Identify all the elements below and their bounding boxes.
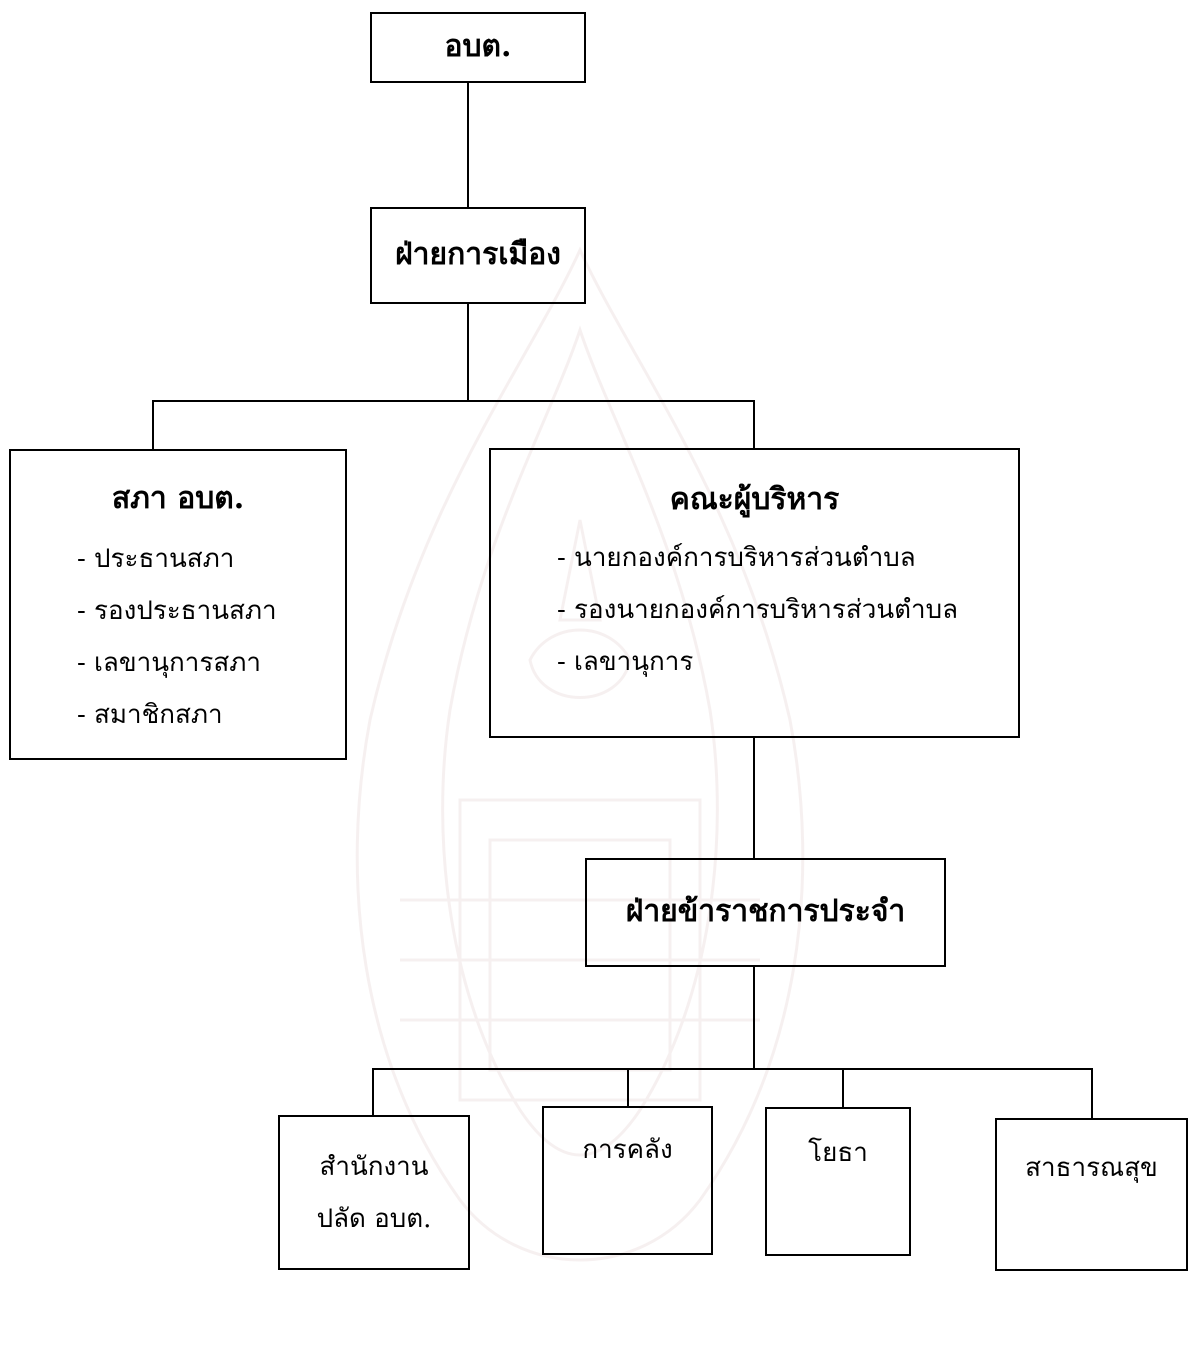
connector-political-branch — [152, 400, 755, 402]
connector-branch-dept-1 — [372, 1068, 374, 1116]
executive-member: - นายกองค์การบริหารส่วนตำบล — [557, 543, 916, 573]
civil-service-label: ฝ่ายข้าราชการประจำ — [625, 894, 906, 929]
department-label-line: การคลัง — [582, 1135, 673, 1165]
connector-departments-branch — [372, 1068, 1093, 1070]
executive-member: - เลขานุการ — [557, 647, 694, 677]
political-wing-box: ฝ่ายการเมือง — [370, 207, 586, 304]
connector-branch-dept-4 — [1091, 1068, 1093, 1119]
council-box: สภา อบต. - ประธานสภา - รองประธานสภา - เล… — [9, 449, 347, 760]
connector-political-down — [467, 303, 469, 400]
connector-branch-dept-2 — [627, 1068, 629, 1107]
council-member: - รองประธานสภา — [77, 596, 277, 626]
political-wing-label: ฝ่ายการเมือง — [395, 237, 561, 272]
department-box-public-health: สาธารณสุข — [995, 1118, 1188, 1271]
civil-service-box: ฝ่ายข้าราชการประจำ — [585, 858, 946, 967]
council-member: - สมาชิกสภา — [77, 700, 223, 730]
connector-root-political — [467, 82, 469, 208]
connector-executive-civil — [753, 737, 755, 859]
department-label-line: สาธารณสุข — [1025, 1153, 1158, 1183]
department-box-office: สำนักงาน ปลัด อบต. — [278, 1115, 470, 1270]
department-box-finance: การคลัง — [542, 1106, 713, 1255]
connector-branch-dept-3 — [842, 1068, 844, 1108]
executive-member: - รองนายกองค์การบริหารส่วนตำบล — [557, 595, 959, 625]
executive-member-list: - นายกองค์การบริหารส่วนตำบล - รองนายกองค… — [557, 532, 958, 688]
council-member: - ประธานสภา — [77, 544, 235, 574]
org-root-box: อบต. — [370, 12, 586, 83]
council-member: - เลขานุการสภา — [77, 648, 261, 678]
executive-title: คณะผู้บริหาร — [669, 482, 840, 517]
department-label-line: ปลัด อบต. — [316, 1204, 432, 1234]
department-label-line: สำนักงาน — [319, 1152, 429, 1182]
connector-branch-council — [152, 400, 154, 450]
connector-civil-down — [753, 966, 755, 1068]
department-box-public-works: โยธา — [765, 1107, 911, 1256]
executive-box: คณะผู้บริหาร - นายกองค์การบริหารส่วนตำบล… — [489, 448, 1020, 738]
department-label-line: โยธา — [808, 1138, 868, 1168]
connector-branch-executive — [753, 400, 755, 449]
org-root-label: อบต. — [444, 29, 512, 64]
council-member-list: - ประธานสภา - รองประธานสภา - เลขานุการสภ… — [77, 533, 277, 741]
council-title: สภา อบต. — [111, 481, 245, 516]
